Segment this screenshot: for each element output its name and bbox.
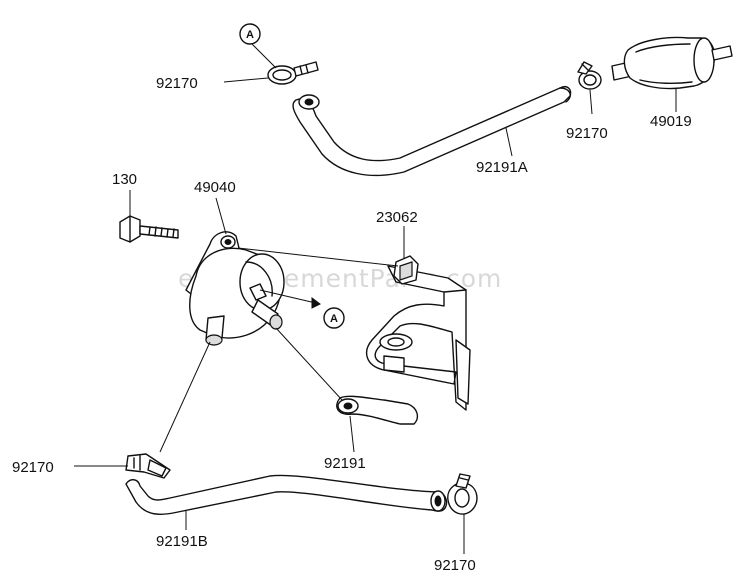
ref-marker-top-label: A xyxy=(246,29,254,41)
label-92170-top-right[interactable]: 92170 xyxy=(566,125,608,142)
hose-clamp-92170-top-right[interactable] xyxy=(577,61,602,90)
label-92170-bottom-left[interactable]: 92170 xyxy=(12,459,54,476)
label-92170-bottom-right[interactable]: 92170 xyxy=(434,557,476,574)
ref-marker-pump-label: A xyxy=(330,313,338,325)
bolt-130[interactable] xyxy=(119,215,179,243)
label-92170-top-left[interactable]: 92170 xyxy=(156,75,198,92)
fuel-hose-92191[interactable] xyxy=(336,395,419,425)
label-92191[interactable]: 92191 xyxy=(324,455,366,472)
label-92191b[interactable]: 92191B xyxy=(156,533,208,550)
fuel-pump-49040[interactable] xyxy=(185,231,285,346)
hose-clamp-92170-top-left[interactable] xyxy=(267,61,319,85)
hose-clamp-92170-bottom-left[interactable] xyxy=(125,453,171,479)
leader-lines xyxy=(74,43,677,554)
bracket-23062[interactable] xyxy=(365,255,471,411)
label-23062[interactable]: 23062 xyxy=(376,209,418,226)
ref-marker-pump: A xyxy=(323,307,345,329)
label-49019[interactable]: 49019 xyxy=(650,113,692,130)
hose-clamp-92170-bottom-right[interactable] xyxy=(447,473,478,515)
label-49040[interactable]: 49040 xyxy=(194,179,236,196)
fuel-hose-92191b[interactable] xyxy=(125,474,448,515)
fuel-filter-49019[interactable] xyxy=(611,36,733,90)
label-92191a[interactable]: 92191A xyxy=(476,159,528,176)
fuel-hose-92191a[interactable] xyxy=(292,86,572,177)
label-130[interactable]: 130 xyxy=(112,171,137,188)
ref-marker-top: A xyxy=(239,23,261,45)
